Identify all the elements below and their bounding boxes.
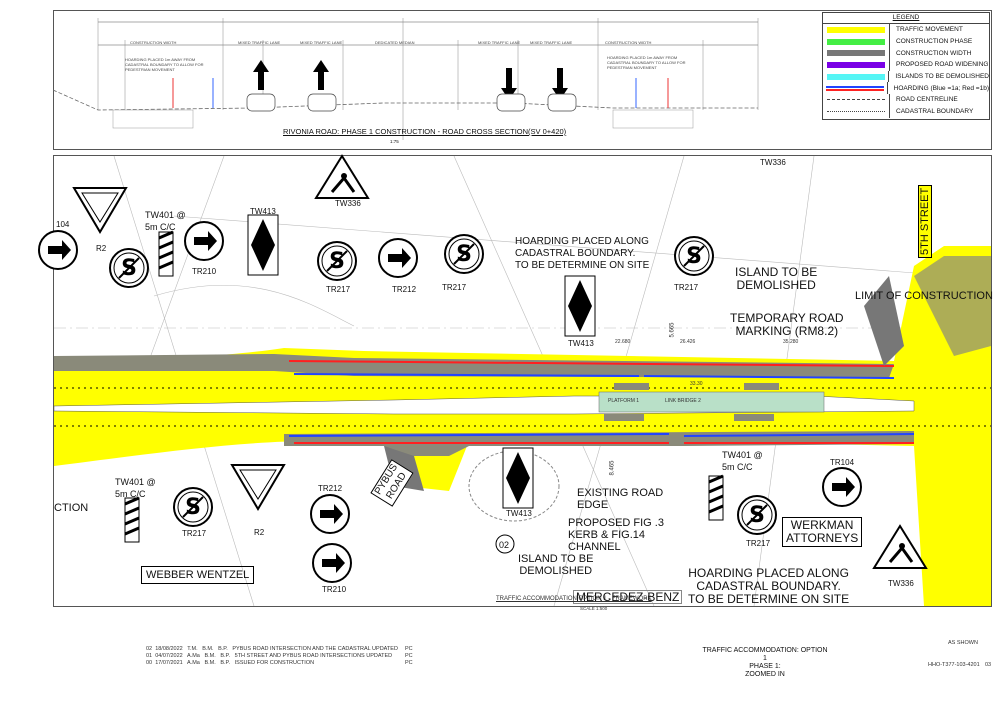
- cross-section-scale: 1:75: [390, 139, 399, 144]
- sign-label: R2: [96, 244, 107, 253]
- drawing-title-line: PHASE 1:: [749, 663, 781, 670]
- dimension: 22.680: [615, 339, 631, 345]
- revision-signature: PC: [405, 653, 413, 659]
- dimension: 5.665: [669, 322, 676, 338]
- lane-label: MIXED TRAFFIC LANE: [300, 40, 343, 45]
- sign-label: TR210: [192, 267, 217, 276]
- dimension: 35.280: [783, 339, 799, 345]
- sign-label: TW413: [568, 339, 594, 348]
- revision-row: 01 04/07/2022 A.Ma B.M. B.P. 5TH STREET …: [146, 653, 393, 659]
- lane-label: MIXED TRAFFIC LANE: [238, 40, 281, 45]
- up-arrow-icon: [253, 60, 269, 90]
- down-arrow-icon: [552, 68, 568, 100]
- webber-wentzel-label: WEBBER WENTZEL: [141, 566, 255, 584]
- dimension: 8.465: [609, 460, 616, 476]
- legend-label: CONSTRUCTION WIDTH: [896, 49, 972, 57]
- island-note-bottom: ISLAND TO BE DEMOLISHED: [518, 553, 594, 577]
- legend-item: PROPOSED ROAD WIDENING: [823, 59, 989, 71]
- cross-section-panel: [53, 10, 992, 150]
- existing-road-edge-note: EXISTING ROAD EDGE: [577, 487, 664, 511]
- sign-label: TW401 @ 5m C/C: [145, 210, 186, 232]
- legend-item: CADASTRAL BOUNDARY: [823, 105, 989, 118]
- drawing-number: HHO-T377-103-4201: [928, 662, 980, 668]
- legend-item: ISLANDS TO BE DEMOLISHED: [823, 70, 989, 83]
- sign-label: TW413: [250, 207, 276, 216]
- car-icon: [246, 93, 276, 112]
- sign-label: TR217: [182, 529, 207, 538]
- legend: LEGEND TRAFFIC MOVEMENT CONSTRUCTION PHA…: [822, 12, 990, 120]
- sign-label: TR212: [318, 484, 343, 493]
- sign-label: TR217: [442, 283, 467, 292]
- legend-item: CONSTRUCTION PHASE: [823, 35, 989, 48]
- up-arrow-icon: [313, 60, 329, 90]
- drawing-title-line: ZOOMED IN: [745, 671, 785, 678]
- plan-scale: SCALE 1:500: [580, 606, 608, 611]
- revision-signature: PC: [405, 646, 413, 652]
- down-arrow-icon: [501, 68, 517, 100]
- lane-label: MIXED TRAFFIC LANE: [478, 40, 521, 45]
- scale-value: AS SHOWN: [948, 640, 978, 646]
- legend-label: CADASTRAL BOUNDARY: [896, 108, 974, 116]
- legend-label: CONSTRUCTION PHASE: [896, 38, 973, 46]
- drawing-title-line: TRAFFIC ACCOMMODATION: OPTION 1: [702, 647, 828, 662]
- cross-section-note-left: HOARDING PLACED 1m AWAY FROM CADASTRAL B…: [125, 57, 204, 72]
- ction-label: CTION: [54, 502, 89, 514]
- proposed-kerb-note: PROPOSED FIG .3 KERB & FIG.14 CHANNEL: [568, 517, 664, 553]
- mercedes-benz-label: MERCEDEZ-BENZ: [573, 590, 683, 604]
- car-icon: [547, 93, 577, 112]
- legend-label: TRAFFIC MOVEMENT: [896, 26, 963, 34]
- legend-label: ISLANDS TO BE DEMOLISHED: [895, 73, 989, 81]
- drawing-title: TRAFFIC ACCOMMODATION: OPTION 1 PHASE 1:…: [700, 647, 830, 679]
- sign-label: TR217: [746, 539, 771, 548]
- sign-label: TW336: [760, 158, 786, 167]
- cross-section-title: RIVONIA ROAD: PHASE 1 CONSTRUCTION - ROA…: [283, 127, 567, 136]
- legend-label: ROAD CENTRELINE: [896, 96, 958, 104]
- drawing-reference: TRAFFIC ACCOMMODATION OPTION 1 - FRAMEWO…: [496, 596, 652, 602]
- sign-label: TR217: [326, 285, 351, 294]
- temporary-marking-note: TEMPORARY ROAD MARKING (RM8.2): [730, 311, 844, 338]
- hoarding-note-top: HOARDING PLACED ALONG CADASTRAL BOUNDARY…: [515, 236, 650, 271]
- legend-title: LEGEND: [823, 13, 989, 24]
- dimension: 26.426: [680, 339, 696, 345]
- revision-signature: PC: [405, 660, 413, 666]
- island-note-top: ISLAND TO BE DEMOLISHED: [735, 265, 818, 292]
- hoarding-note-bottom: HOARDING PLACED ALONG CADASTRAL BOUNDARY…: [688, 566, 850, 606]
- street-label-5th: 5TH STREET: [918, 184, 932, 258]
- legend-item: TRAFFIC MOVEMENT: [823, 24, 989, 36]
- sign-label: TW401 @ 5m C/C: [722, 450, 763, 472]
- sign-label: TW413: [506, 509, 532, 518]
- sign-label: TW401 @ 5m C/C: [115, 477, 156, 499]
- cross-section-note-right: HOARDING PLACED 1m AWAY FROM CADASTRAL B…: [607, 55, 686, 70]
- platform-label: PLATFORM 1: [608, 398, 640, 404]
- sign-label: R2: [254, 528, 265, 537]
- sign-label: 104: [56, 220, 70, 229]
- revision-row: 02 18/08/2022 T.M. B.M. B.P. PYBUS ROAD …: [146, 646, 398, 652]
- legend-label: PROPOSED ROAD WIDENING: [896, 61, 989, 69]
- link-bridge-label: LINK BRIDGE 2: [665, 398, 701, 404]
- lane-label: DEDICATED MEDIAN: [375, 40, 415, 45]
- marker-number: 02: [499, 540, 510, 550]
- revision-number: 03: [985, 662, 992, 668]
- legend-item: CONSTRUCTION WIDTH: [823, 47, 989, 60]
- sign-label: TR210: [322, 585, 347, 594]
- car-icon: [307, 93, 337, 112]
- lane-label: MIXED TRAFFIC LANE: [530, 40, 573, 45]
- sign-label: TR212: [392, 285, 417, 294]
- legend-label: HOARDING (Blue =1a; Red =1b): [893, 84, 989, 92]
- legend-item: ROAD CENTRELINE: [823, 94, 989, 106]
- dimension: 33.30: [690, 381, 703, 387]
- plan-drawing: [54, 156, 991, 606]
- sign-label: TW336: [335, 199, 361, 208]
- lane-label: CONSTRUCTION WIDTH: [130, 40, 177, 45]
- revision-row: 00 17/07/2021 A.Ma B.M. B.P. ISSUED FOR …: [146, 660, 315, 666]
- werkman-attorneys-label: WERKMAN ATTORNEYS: [782, 517, 863, 547]
- legend-item: HOARDING (Blue =1a; Red =1b): [823, 82, 989, 95]
- car-icon: [496, 93, 526, 112]
- sign-label: TW336: [888, 579, 914, 588]
- sign-label: TR104: [830, 458, 855, 467]
- limit-of-construction-label: LIMIT OF CONSTRUCTION: [855, 290, 993, 302]
- sign-label: TR217: [674, 283, 699, 292]
- cross-section-drawing: [53, 18, 759, 140]
- lane-label: CONSTRUCTION WIDTH: [605, 40, 652, 45]
